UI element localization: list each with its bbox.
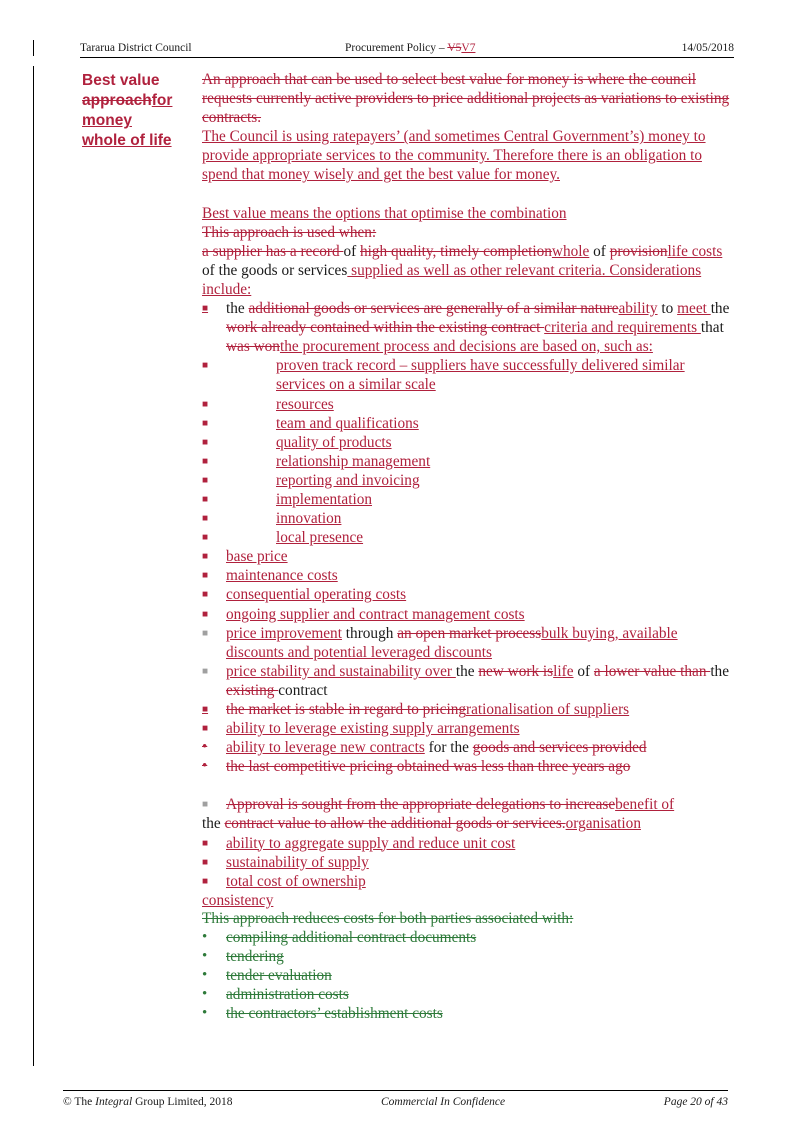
square-bullet-icon: ■ [202, 532, 209, 544]
round-bullet-icon: • [202, 986, 208, 1003]
list-item: ■local presence [202, 529, 364, 547]
square-bullet-icon: ■ [202, 589, 209, 601]
square-bullet-icon: ■ [202, 608, 209, 620]
square-bullet-icon: ■ [202, 723, 209, 735]
list-item: ■base price [202, 548, 288, 566]
square-bullet-icon: ■ [202, 474, 209, 486]
list-item: ■reporting and invoicing [202, 471, 420, 489]
square-bullet-icon: ■ [202, 799, 209, 811]
round-bullet-icon: • [202, 758, 208, 775]
list-item: ■implementation [202, 490, 373, 508]
list-item: ■consequential operating costs [202, 586, 407, 604]
list-item: ■price improvement through an open marke… [202, 624, 678, 661]
footer-page-number: Page 20 of 43 [663, 1096, 728, 1108]
paragraph-best-value: Best value means the options that optimi… [202, 204, 723, 298]
square-bullet-icon: ■ [202, 875, 209, 887]
page-footer: © The Integral Group Limited, 2018 Comme… [63, 1096, 728, 1110]
square-bullet-icon: ■ [202, 360, 209, 372]
list-item: ■price stability and sustainability over… [202, 662, 730, 699]
round-bullet-icon: • [202, 929, 208, 946]
section-heading: Best value approachfor money whole of li… [82, 72, 173, 149]
header-date: 14/05/2018 [681, 42, 734, 54]
list-item: ■quality of products [202, 433, 392, 451]
square-bullet-icon: ■ [202, 551, 209, 563]
list-item: •tendering [202, 948, 284, 966]
document-body: An approach that can be used to select b… [202, 70, 732, 1024]
list-item: ■total cost of ownership [202, 872, 366, 890]
list-item: •compiling additional contract documents [202, 929, 477, 947]
benefit-list: ■Approval is sought from the appropriate… [202, 795, 732, 814]
list-item: ■sustainability of supply [202, 853, 369, 871]
footer-rule [63, 1090, 728, 1091]
list-item: ■the market is stable in regard to prici… [202, 701, 630, 718]
footer-confidentiality: Commercial In Confidence [381, 1096, 506, 1108]
round-bullet-icon: • [202, 739, 208, 756]
list-item: ■ongoing supplier and contract managemen… [202, 605, 525, 623]
deleted-list: •compiling additional contract documents… [202, 928, 732, 1023]
square-bullet-icon: ■ [202, 704, 209, 715]
list-item: ■resources [202, 395, 334, 413]
square-bullet-icon: ■ [202, 513, 209, 525]
paragraph-intro: An approach that can be used to select b… [202, 71, 730, 184]
list-item: ■ability to aggregate supply and reduce … [202, 834, 516, 852]
round-bullet-icon: • [202, 967, 208, 984]
change-bar-top [33, 40, 34, 56]
square-bullet-icon: ■ [202, 417, 209, 429]
change-bar [33, 66, 34, 1066]
square-bullet-icon: ■ [202, 627, 209, 639]
page-header: Tararua District Council Procurement Pol… [80, 42, 734, 56]
square-bullet-icon: ■ [202, 455, 209, 467]
considerations-list: ■the additional goods or services are ge… [202, 299, 732, 776]
list-item: •ability to leverage new contracts for t… [202, 739, 647, 757]
square-bullet-icon: ■ [202, 493, 209, 505]
square-bullet-icon: ■ [202, 570, 209, 582]
square-bullet-icon: ■ [202, 665, 209, 677]
square-bullet-icon: ■ [202, 436, 209, 448]
list-item: ■maintenance costs [202, 567, 338, 585]
square-bullet-icon: ■ [202, 837, 209, 849]
list-item: ■Approval is sought from the appropriate… [202, 796, 675, 814]
list-item: ■proven track record – suppliers have su… [202, 357, 685, 394]
round-bullet-icon: • [202, 948, 208, 965]
list-item: ■relationship management [202, 452, 431, 470]
list-item: ■ability to leverage existing supply arr… [202, 720, 520, 738]
sub-list: ■proven track record – suppliers have su… [202, 356, 732, 547]
round-bullet-icon: • [202, 1005, 208, 1022]
list-item: •the last competitive pricing obtained w… [202, 758, 631, 776]
square-bullet-icon: ■ [202, 856, 209, 868]
square-bullet-icon: ■ [202, 398, 209, 410]
header-rule [80, 57, 734, 58]
list-item: ■innovation [202, 510, 342, 528]
header-org: Tararua District Council [80, 42, 192, 54]
list-item: •tender evaluation [202, 967, 332, 985]
list-item: •administration costs [202, 986, 349, 1004]
square-bullet-icon: ■ [202, 303, 209, 315]
header-doc-title: Procurement Policy – V5V7 [345, 42, 476, 54]
list-item: ■the additional goods or services are ge… [202, 299, 732, 547]
list-item: ■team and qualifications [202, 414, 419, 432]
footer-copyright: © The Integral Group Limited, 2018 [63, 1096, 233, 1108]
list-item: •the contractors’ establishment costs [202, 1005, 443, 1023]
